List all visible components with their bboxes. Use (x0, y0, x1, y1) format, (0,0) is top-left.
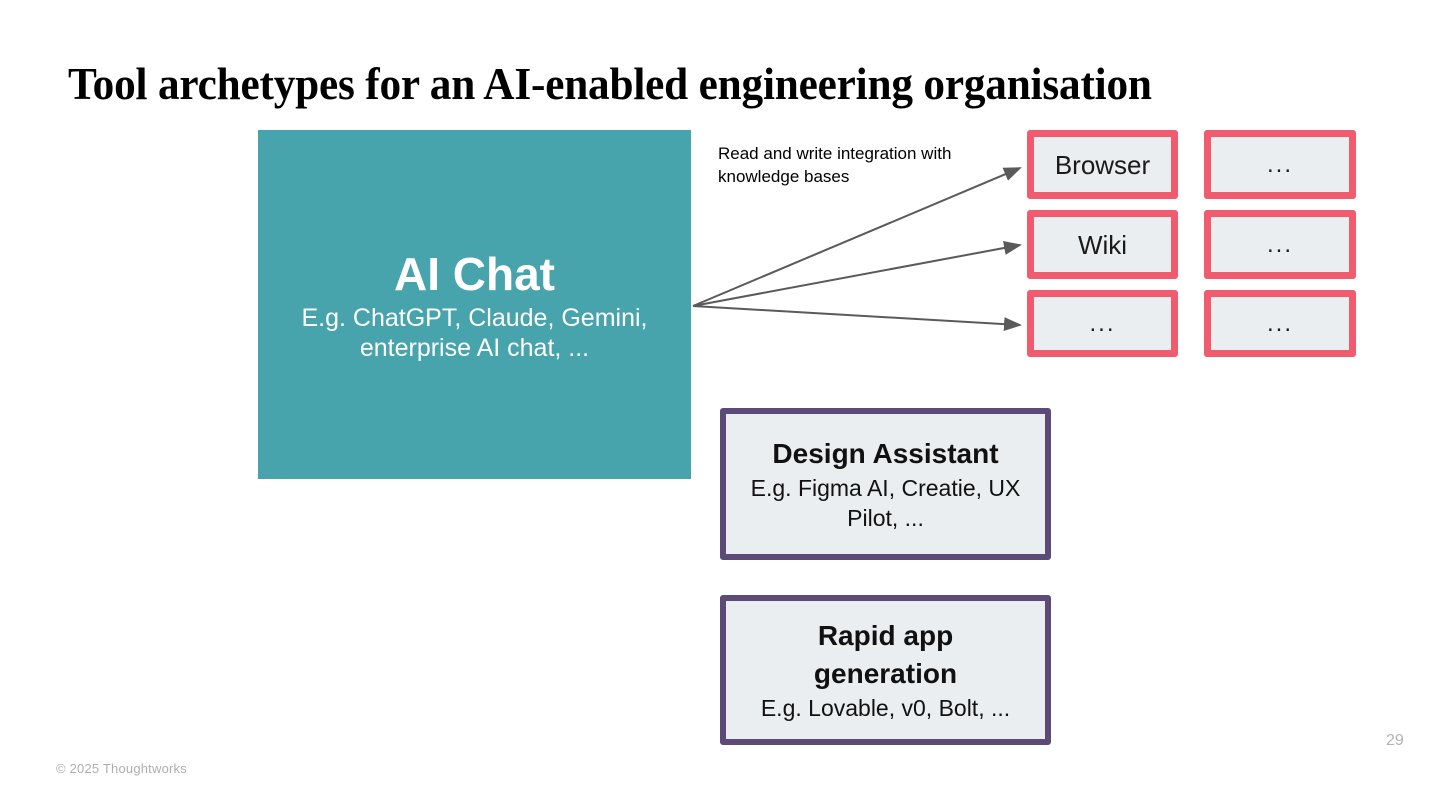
arrow-to-browser (692, 167, 1022, 307)
archetype-title: Design Assistant (772, 438, 999, 469)
archetype-box-rapid-app-generation[interactable]: Rapid app generation E.g. Lovable, v0, B… (720, 595, 1051, 745)
ai-chat-title: AI Chat (394, 247, 555, 300)
page-title: Tool archetypes for an AI-enabled engine… (68, 58, 1152, 109)
integration-box-more-3[interactable]: ... (1204, 210, 1356, 279)
archetype-title: Rapid app generation (813, 620, 958, 689)
ai-chat-box[interactable]: AI Chat E.g. ChatGPT, Claude, Gemini, en… (258, 130, 691, 479)
integration-box-label: ... (1266, 150, 1293, 178)
integration-box-label: Wiki (1077, 229, 1128, 260)
ai-chat-subtitle: E.g. ChatGPT, Claude, Gemini, enterprise… (301, 303, 648, 362)
integration-box-more-1[interactable]: ... (1027, 290, 1178, 357)
integration-box-more-4[interactable]: ... (1204, 290, 1356, 357)
page-number: 29 (1386, 732, 1404, 749)
integration-box-more-2[interactable]: ... (1204, 130, 1356, 199)
integration-box-label: Browser (1054, 149, 1151, 180)
connector-label: Read and write integration with knowledg… (718, 144, 952, 186)
arrow-to-wiki (692, 241, 1022, 307)
archetype-subtitle: E.g. Lovable, v0, Bolt, ... (760, 695, 1011, 721)
integration-box-wiki[interactable]: Wiki (1027, 210, 1178, 279)
integration-box-label: ... (1089, 309, 1116, 337)
integration-box-label: ... (1266, 309, 1293, 337)
integration-box-browser[interactable]: Browser (1027, 130, 1178, 199)
arrow-to-other (692, 305, 1022, 332)
integration-box-label: ... (1266, 230, 1293, 258)
archetype-subtitle: E.g. Figma AI, Creatie, UX Pilot, ... (750, 475, 1021, 531)
archetype-box-design-assistant[interactable]: Design Assistant E.g. Figma AI, Creatie,… (720, 408, 1051, 560)
footer-copyright: © 2025 Thoughtworks (56, 761, 187, 776)
